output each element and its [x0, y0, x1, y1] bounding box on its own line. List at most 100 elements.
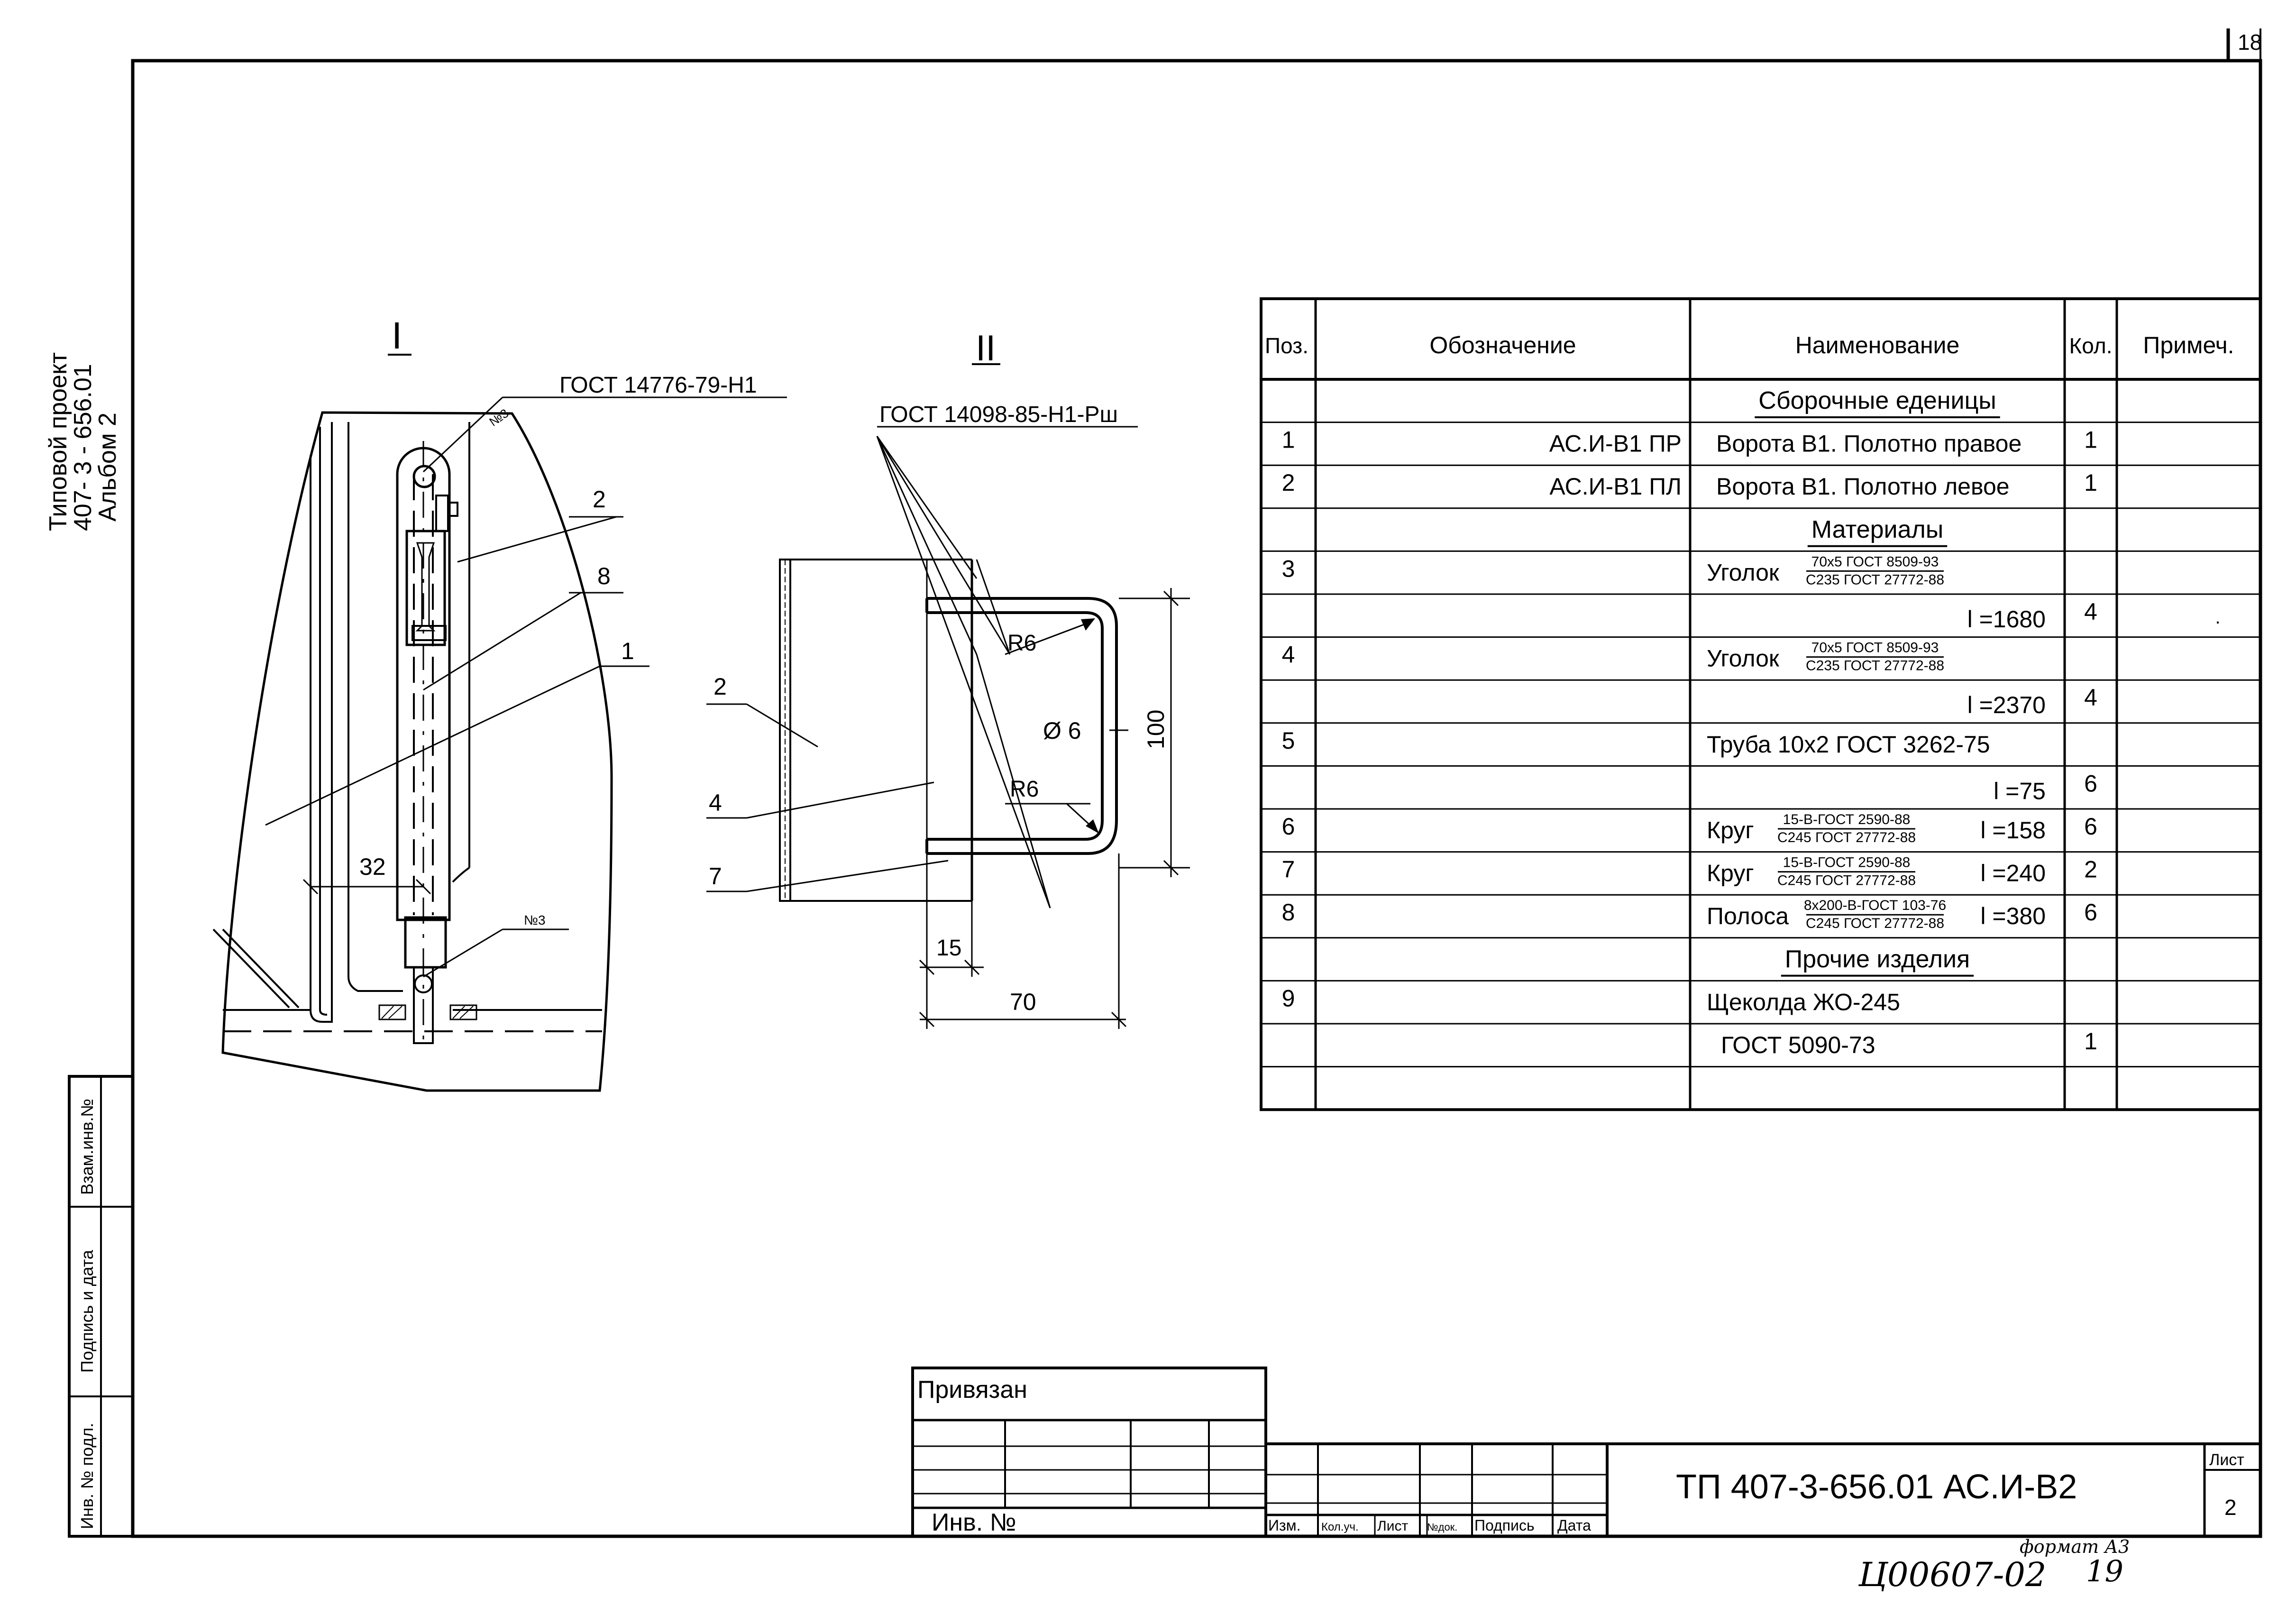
footer-format: формат А3 — [2020, 1536, 2130, 1557]
spec-row-qty: 1 — [2084, 1028, 2097, 1055]
title-block-list-number: 2 — [2224, 1495, 2237, 1520]
view-2-radius-2: R6 — [1010, 777, 1039, 802]
spec-row-steel: С235 ГОСТ 27772-88 — [1806, 658, 1944, 674]
spec-section-title: Материалы — [1811, 516, 1943, 543]
spec-header-qty: Кол. — [2069, 333, 2113, 358]
spec-row-grade: 70х5 ГОСТ 8509-93 — [1811, 554, 1939, 569]
view-2-title: II — [976, 328, 996, 368]
side-title: Типовой проект 407- 3 - 656.01 Альбом 2 — [45, 352, 121, 531]
side-fields: Взам.инв.№ Подпись и дата Инв. № подл. — [77, 1099, 97, 1529]
view-2-label-4: 4 — [709, 789, 722, 816]
spec-row-name: Круг — [1707, 817, 1754, 844]
view-2-drawing: II — [706, 328, 1190, 1029]
side-field-podpis: Подпись и дата — [77, 1249, 97, 1373]
spec-row-pos: 9 — [1282, 985, 1295, 1011]
view-1-title: I — [392, 314, 402, 357]
spec-row-qty: 4 — [2084, 684, 2097, 711]
view-1-drawing: I — [212, 314, 787, 1092]
spec-table-border — [1260, 297, 2262, 1111]
spec-header-note: Примеч. — [2143, 332, 2234, 358]
title-col-kol-uch: Кол.уч. — [1321, 1521, 1359, 1533]
view-1-weld-mark-2: №3 — [524, 913, 546, 927]
spec-row-steel: С235 ГОСТ 27772-88 — [1806, 572, 1944, 587]
spec-row-pos: 1 — [1282, 427, 1295, 453]
title-block-inv: Инв. № — [932, 1509, 1016, 1536]
title-block-list-label: Лист — [2209, 1451, 2244, 1469]
title-block — [911, 1367, 2260, 1538]
spec-row-pos: 5 — [1282, 727, 1295, 754]
title-col-ndok: №док. — [1427, 1521, 1457, 1533]
spec-row-pos: 6 — [1282, 813, 1295, 840]
title-col-podpis: Подпись — [1474, 1517, 1535, 1534]
title-block-code: ТП 407-3-656.01 АС.И-В2 — [1676, 1468, 2077, 1506]
side-title-line1: Типовой проект — [45, 352, 72, 531]
spec-row-designation: АС.И-В1 ПР — [1549, 431, 1682, 457]
spec-row-grade: 70х5 ГОСТ 8509-93 — [1811, 640, 1939, 656]
view-1-callout-2: 2 — [593, 486, 606, 513]
sheet-corner-number: 18 — [2238, 30, 2262, 55]
spec-row-pos: 3 — [1282, 555, 1295, 582]
spec-row-qty: 6 — [2084, 813, 2097, 840]
side-field-vzam: Взам.инв.№ — [77, 1099, 97, 1195]
view-2-diameter: Ø 6 — [1043, 717, 1081, 744]
spec-row-steel: С245 ГОСТ 27772-88 — [1777, 830, 1916, 845]
title-col-izm: Изм. — [1268, 1517, 1301, 1534]
title-block-privyazan: Привязан — [917, 1376, 1027, 1404]
spec-row-length: l =2370 — [1967, 692, 2046, 718]
spec-row-name: Труба 10х2 ГОСТ 3262-75 — [1707, 731, 1990, 758]
spec-row-name: Круг — [1707, 860, 1754, 887]
side-field-inv: Инв. № подл. — [77, 1423, 97, 1529]
view-2-dim-100: 100 — [1143, 710, 1169, 749]
spec-header-name: Наименование — [1795, 332, 1960, 358]
spec-row-name: ГОСТ 5090-73 — [1721, 1032, 1875, 1058]
spec-header-designation: Обозначение — [1429, 332, 1576, 358]
spec-row-name: Полоса — [1707, 903, 1789, 929]
spec-row-qty: 6 — [2084, 899, 2097, 926]
spec-row-steel: С245 ГОСТ 27772-88 — [1777, 873, 1916, 889]
footer-page-number: 19 — [2086, 1554, 2123, 1588]
spec-row-qty: 2 — [2084, 856, 2097, 883]
title-col-data: Дата — [1557, 1517, 1591, 1534]
side-title-line2: 407- 3 - 656.01 — [69, 364, 97, 531]
spec-row-qty: 1 — [2084, 469, 2097, 496]
spec-row-pos: 7 — [1282, 856, 1295, 883]
spec-section-title: Сборочные еденицы — [1758, 387, 1996, 414]
spec-row-qty: 6 — [2084, 770, 2097, 797]
spec-row-name: Ворота В1. Полотно левое — [1716, 473, 2010, 500]
spec-row-length: l =1680 — [1967, 606, 2046, 633]
spec-row-pos: 4 — [1282, 642, 1295, 668]
spec-row-pos: 2 — [1282, 469, 1295, 496]
spec-row-steel: С245 ГОСТ 27772-88 — [1806, 916, 1944, 931]
title-col-list: Лист — [1377, 1518, 1408, 1534]
view-1-gost-label: ГОСТ 14776-79-Н1 — [559, 373, 757, 398]
spec-section-title: Прочие изделия — [1785, 945, 1970, 973]
footer-handwritten-code: Ц00607-02 — [1858, 1555, 2046, 1594]
spec-header-pos: Поз. — [1265, 333, 1308, 358]
view-2-gost-label: ГОСТ 14098-85-Н1-Рш — [879, 402, 1118, 427]
view-2-label-2: 2 — [713, 673, 727, 700]
view-1-dim-32: 32 — [359, 853, 386, 880]
spec-row-qty: 1 — [2084, 427, 2097, 453]
view-2-dim-15: 15 — [936, 936, 961, 961]
spec-row-qty: 4 — [2084, 598, 2097, 625]
spec-row-name: Уголок — [1707, 559, 1780, 586]
spec-row-note: . — [2215, 607, 2220, 628]
spec-row-name: Щеколда ЖО-245 — [1707, 989, 1900, 1015]
side-title-line3: Альбом 2 — [94, 413, 121, 522]
spec-row-length: l =158 — [1980, 817, 2046, 844]
view-1-callout-8: 8 — [597, 563, 611, 589]
spec-row-grade: 8х200-В-ГОСТ 103-76 — [1804, 898, 1946, 913]
view-2-label-7: 7 — [709, 863, 722, 890]
spec-row-grade: 15-В-ГОСТ 2590-88 — [1783, 812, 1911, 827]
spec-row-name: Ворота В1. Полотно правое — [1716, 431, 2022, 457]
view-2-radius-1: R6 — [1007, 631, 1036, 656]
view-2-dim-70: 70 — [1010, 989, 1036, 1015]
spec-row-length: l =240 — [1980, 860, 2046, 887]
specification-table: Поз. Обозначение Наименование Кол. Примеч. Сб… — [1260, 297, 2262, 1111]
spec-row-length: l =75 — [1994, 778, 2046, 804]
view-1-callout-1: 1 — [621, 638, 634, 664]
spec-row-length: l =380 — [1980, 903, 2046, 929]
spec-row-name: Уголок — [1707, 645, 1780, 672]
spec-row-pos: 8 — [1282, 899, 1295, 926]
